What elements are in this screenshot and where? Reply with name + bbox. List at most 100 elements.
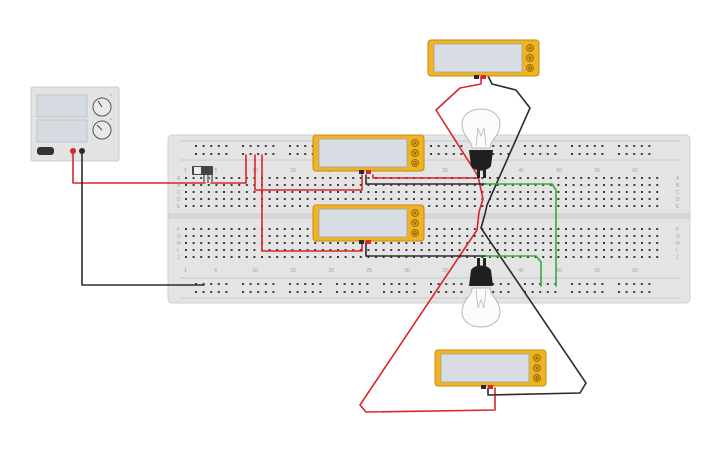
terminal-hole[interactable] <box>306 205 309 207</box>
terminal-hole[interactable] <box>230 205 233 207</box>
terminal-hole[interactable] <box>382 256 385 258</box>
terminal-hole[interactable] <box>314 256 317 258</box>
terminal-hole[interactable] <box>496 242 499 244</box>
wire-red-meter-top-to-bulb[interactable] <box>359 75 496 413</box>
multimeter-mode-button[interactable] <box>411 159 419 167</box>
terminal-hole[interactable] <box>603 177 605 179</box>
terminal-hole[interactable] <box>527 184 529 186</box>
terminal-hole[interactable] <box>595 177 598 179</box>
rail-hole[interactable] <box>492 153 495 155</box>
terminal-hole[interactable] <box>618 242 621 244</box>
rail-hole[interactable] <box>445 145 448 147</box>
terminal-hole[interactable] <box>527 256 529 258</box>
rail-hole[interactable] <box>554 291 557 293</box>
terminal-hole[interactable] <box>200 177 203 179</box>
rail-hole[interactable] <box>625 145 628 147</box>
rail-hole[interactable] <box>492 283 495 285</box>
terminal-hole[interactable] <box>238 242 241 244</box>
rail-hole[interactable] <box>437 283 440 285</box>
terminal-hole[interactable] <box>587 198 590 200</box>
terminal-hole[interactable] <box>435 242 438 244</box>
terminal-hole[interactable] <box>245 184 248 186</box>
rail-hole[interactable] <box>430 153 432 155</box>
terminal-hole[interactable] <box>207 256 210 258</box>
terminal-hole[interactable] <box>641 228 643 230</box>
multimeter-lower-board[interactable]: AVΩ <box>312 204 425 244</box>
terminal-hole[interactable] <box>443 235 446 237</box>
terminal-hole[interactable] <box>458 242 461 244</box>
rail-hole[interactable] <box>242 153 244 155</box>
terminal-hole[interactable] <box>527 228 529 230</box>
terminal-hole[interactable] <box>625 177 628 179</box>
rail-hole[interactable] <box>264 291 267 293</box>
terminal-hole[interactable] <box>572 177 575 179</box>
rail-hole[interactable] <box>640 153 643 155</box>
rail-hole[interactable] <box>546 291 549 293</box>
terminal-hole[interactable] <box>587 242 590 244</box>
terminal-hole[interactable] <box>230 242 233 244</box>
terminal-hole[interactable] <box>587 256 590 258</box>
terminal-hole[interactable] <box>473 205 476 207</box>
terminal-hole[interactable] <box>473 191 476 193</box>
terminal-hole[interactable] <box>299 177 301 179</box>
terminal-hole[interactable] <box>413 198 415 200</box>
rail-hole[interactable] <box>358 291 361 293</box>
terminal-hole[interactable] <box>352 198 355 200</box>
terminal-hole[interactable] <box>245 228 248 230</box>
terminal-hole[interactable] <box>352 177 355 179</box>
terminal-hole[interactable] <box>511 249 514 251</box>
terminal-hole[interactable] <box>299 235 301 237</box>
terminal-hole[interactable] <box>215 228 218 230</box>
terminal-hole[interactable] <box>618 184 621 186</box>
rail-hole[interactable] <box>296 291 299 293</box>
terminal-hole[interactable] <box>527 191 529 193</box>
terminal-hole[interactable] <box>618 177 621 179</box>
terminal-hole[interactable] <box>557 184 560 186</box>
terminal-hole[interactable] <box>428 205 431 207</box>
terminal-hole[interactable] <box>443 198 446 200</box>
rail-hole[interactable] <box>445 153 448 155</box>
terminal-hole[interactable] <box>519 228 522 230</box>
terminal-hole[interactable] <box>359 256 362 258</box>
terminal-hole[interactable] <box>542 191 545 193</box>
terminal-hole[interactable] <box>207 191 210 193</box>
terminal-hole[interactable] <box>481 249 484 251</box>
terminal-hole[interactable] <box>565 198 567 200</box>
terminal-hole[interactable] <box>405 242 408 244</box>
terminal-hole[interactable] <box>223 177 225 179</box>
terminal-hole[interactable] <box>489 228 491 230</box>
terminal-hole[interactable] <box>329 242 332 244</box>
terminal-hole[interactable] <box>223 228 225 230</box>
terminal-hole[interactable] <box>306 235 309 237</box>
rail-hole[interactable] <box>460 153 463 155</box>
multimeter-probe-terminal[interactable] <box>488 385 493 389</box>
terminal-hole[interactable] <box>633 235 636 237</box>
terminal-hole[interactable] <box>329 177 332 179</box>
terminal-hole[interactable] <box>534 205 537 207</box>
terminal-hole[interactable] <box>268 205 271 207</box>
terminal-hole[interactable] <box>223 249 225 251</box>
terminal-hole[interactable] <box>595 235 598 237</box>
terminal-hole[interactable] <box>656 249 659 251</box>
terminal-hole[interactable] <box>238 198 241 200</box>
rail-hole[interactable] <box>492 145 495 147</box>
terminal-hole[interactable] <box>565 205 567 207</box>
terminal-hole[interactable] <box>633 242 636 244</box>
terminal-hole[interactable] <box>337 191 339 193</box>
rail-hole[interactable] <box>633 283 636 285</box>
rail-hole[interactable] <box>336 283 338 285</box>
terminal-hole[interactable] <box>397 198 400 200</box>
rail-hole[interactable] <box>618 153 620 155</box>
terminal-hole[interactable] <box>185 256 187 258</box>
terminal-hole[interactable] <box>527 198 529 200</box>
terminal-hole[interactable] <box>451 198 453 200</box>
terminal-hole[interactable] <box>268 235 271 237</box>
terminal-hole[interactable] <box>367 177 370 179</box>
terminal-hole[interactable] <box>382 249 385 251</box>
terminal-hole[interactable] <box>496 205 499 207</box>
terminal-hole[interactable] <box>511 242 514 244</box>
terminal-hole[interactable] <box>473 235 476 237</box>
terminal-hole[interactable] <box>587 235 590 237</box>
terminal-hole[interactable] <box>557 249 560 251</box>
rail-hole[interactable] <box>210 283 213 285</box>
